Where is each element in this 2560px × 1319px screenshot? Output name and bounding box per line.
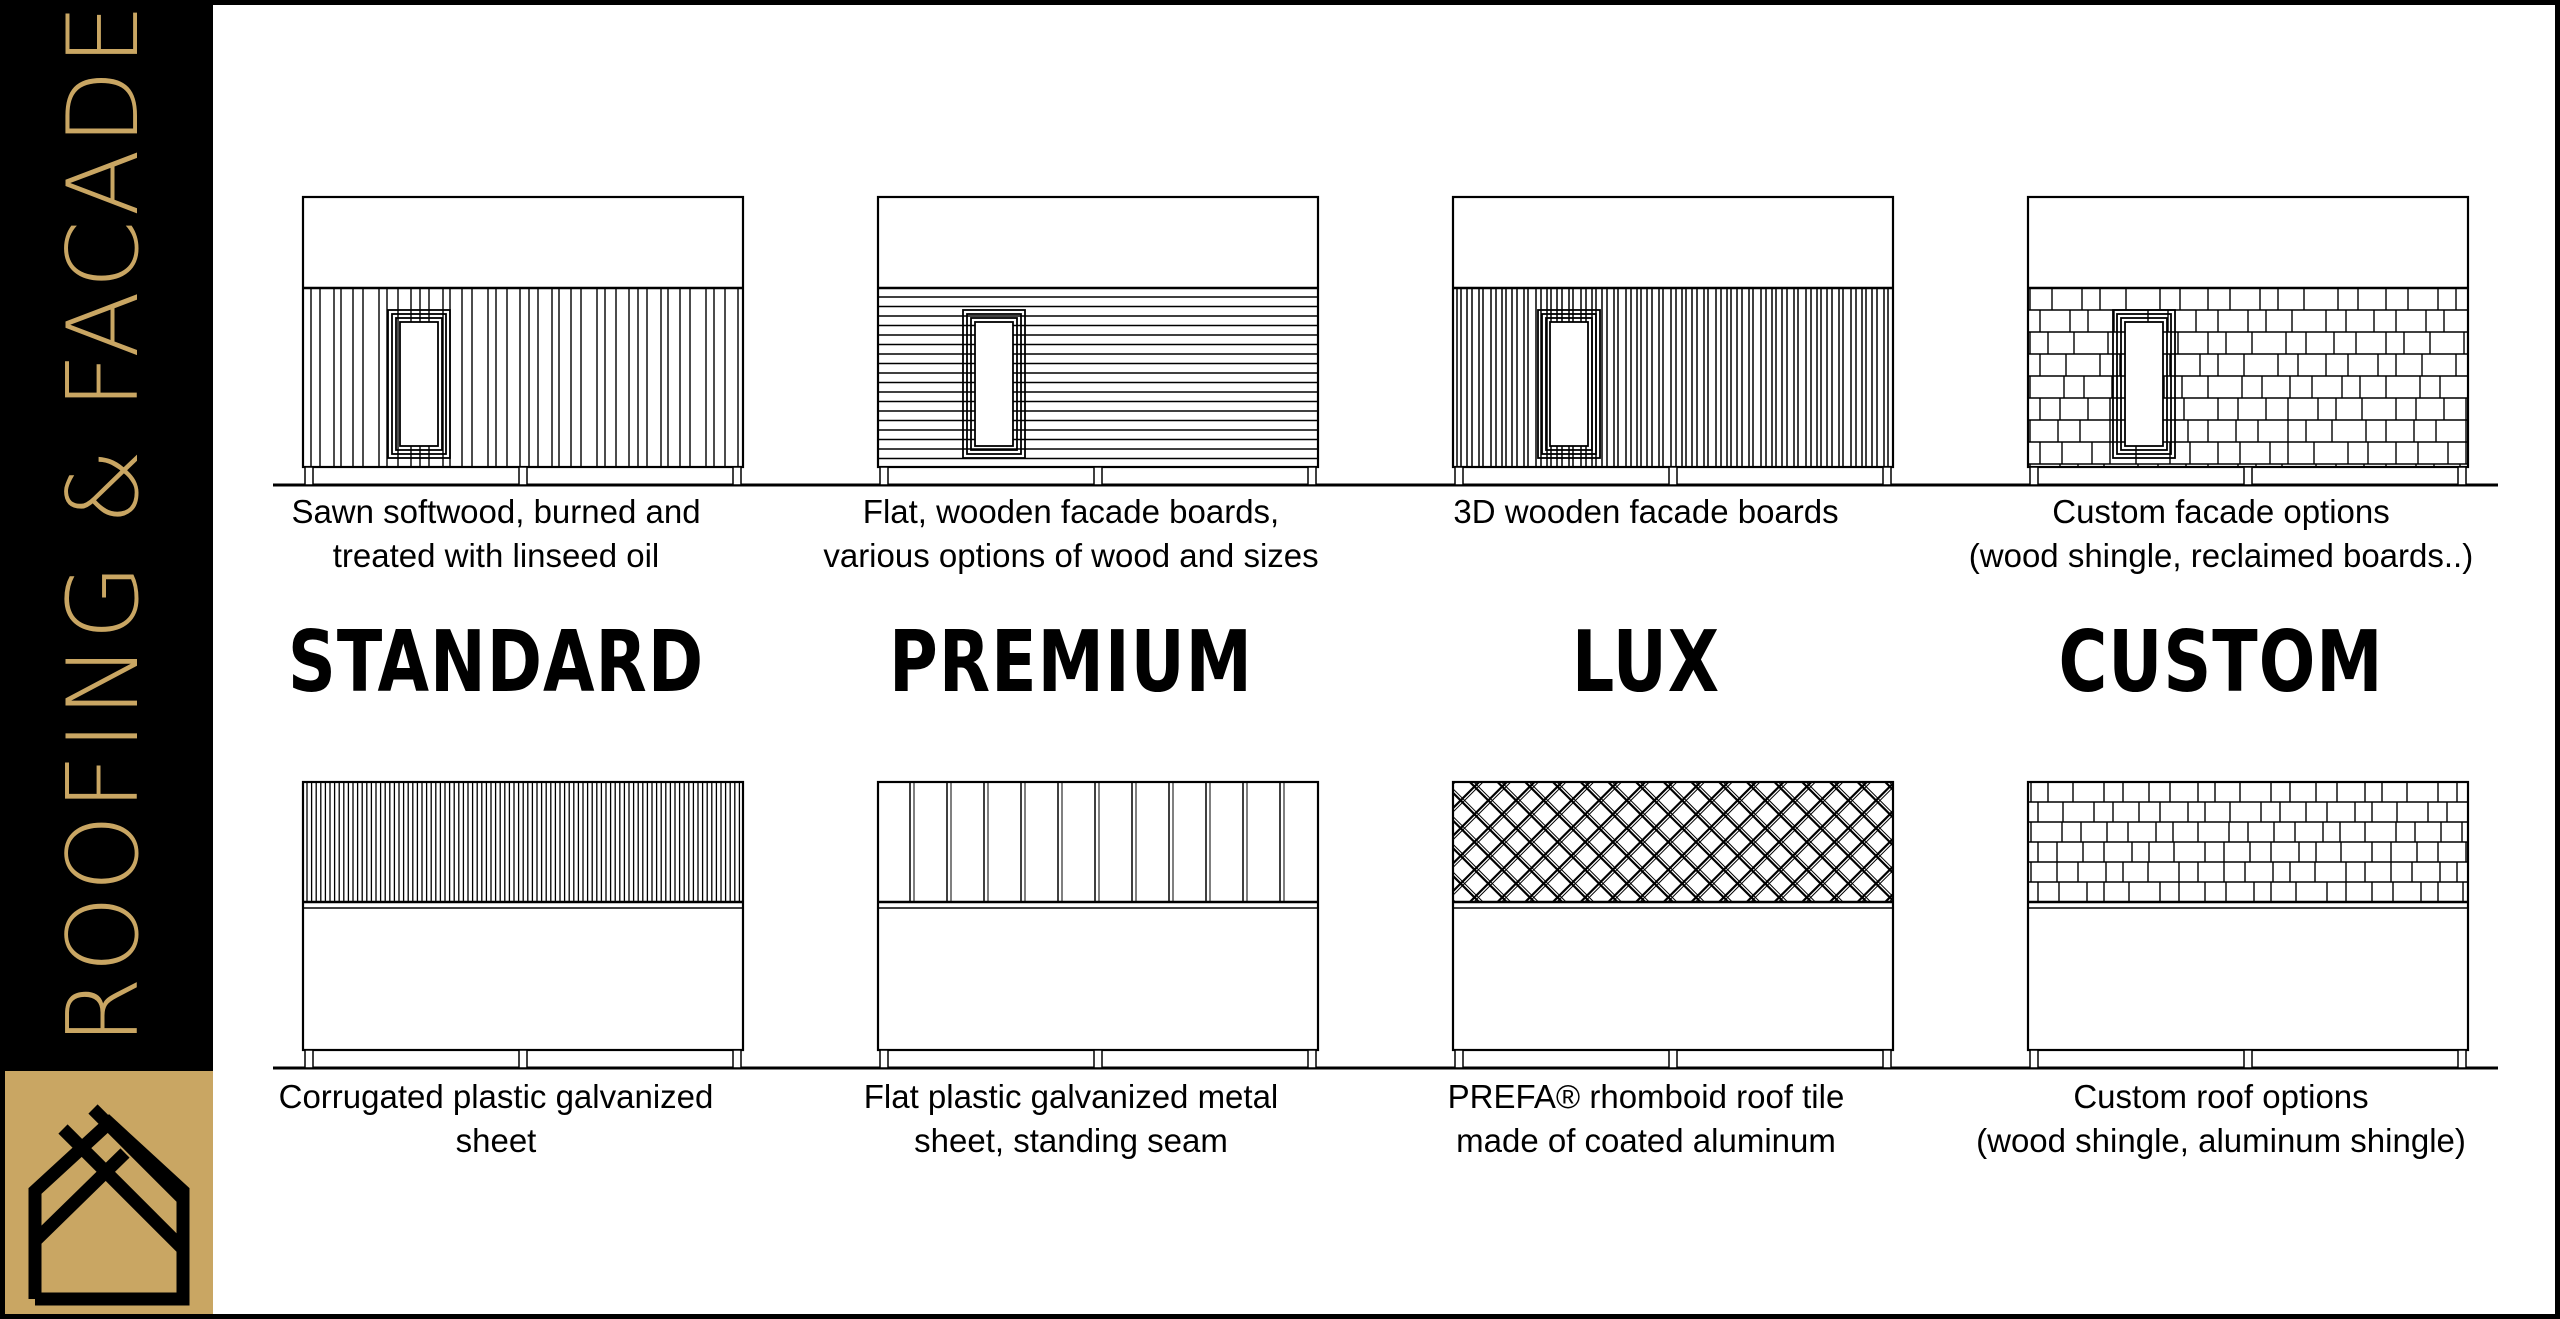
tier-title-standard: STANDARD (287, 612, 705, 712)
facade-caption-lux: 3D wooden facade boards (1453, 493, 1839, 530)
tier-title-lux: LUX (1571, 612, 1721, 712)
tier-title-premium: PREMIUM (889, 612, 1253, 712)
main-panel: Sawn softwood, burned and treated with l… (213, 5, 2555, 1314)
roof-drawing-standard (301, 780, 745, 1069)
logo-badge (5, 1071, 213, 1314)
sidebar-title: ROOFING & FACADE (47, 0, 161, 1045)
facade-drawing-standard (301, 195, 745, 486)
facade-caption-standard: Sawn softwood, burned and treated with l… (291, 493, 701, 574)
elevation-drawings (273, 195, 2498, 1070)
roof-caption-standard: Corrugated plastic galvanized sheet (278, 1078, 714, 1159)
roof-drawing-custom (2026, 780, 2470, 1069)
roof-drawing-lux (1451, 780, 1895, 1069)
facade-caption-premium: Flat, wooden facade boards, various opti… (823, 493, 1319, 574)
roof-caption-lux: PREFA® rhomboid roof tile made of coated… (1447, 1078, 1845, 1159)
tier-title-custom: CUSTOM (2058, 612, 2384, 712)
facade-drawing-custom (2026, 195, 2470, 486)
roof-drawing-premium (876, 780, 1320, 1069)
facade-drawing-lux (1451, 195, 1895, 486)
roof-caption-premium: Flat plastic galvanized metal sheet, sta… (863, 1078, 1279, 1159)
roof-caption-custom: Custom roof options (wood shingle, alumi… (1976, 1078, 2466, 1159)
facade-caption-custom: Custom facade options (wood shingle, rec… (1968, 493, 2474, 574)
facade-drawing-premium (876, 195, 1320, 486)
house-roof-logo-icon (28, 1104, 190, 1306)
